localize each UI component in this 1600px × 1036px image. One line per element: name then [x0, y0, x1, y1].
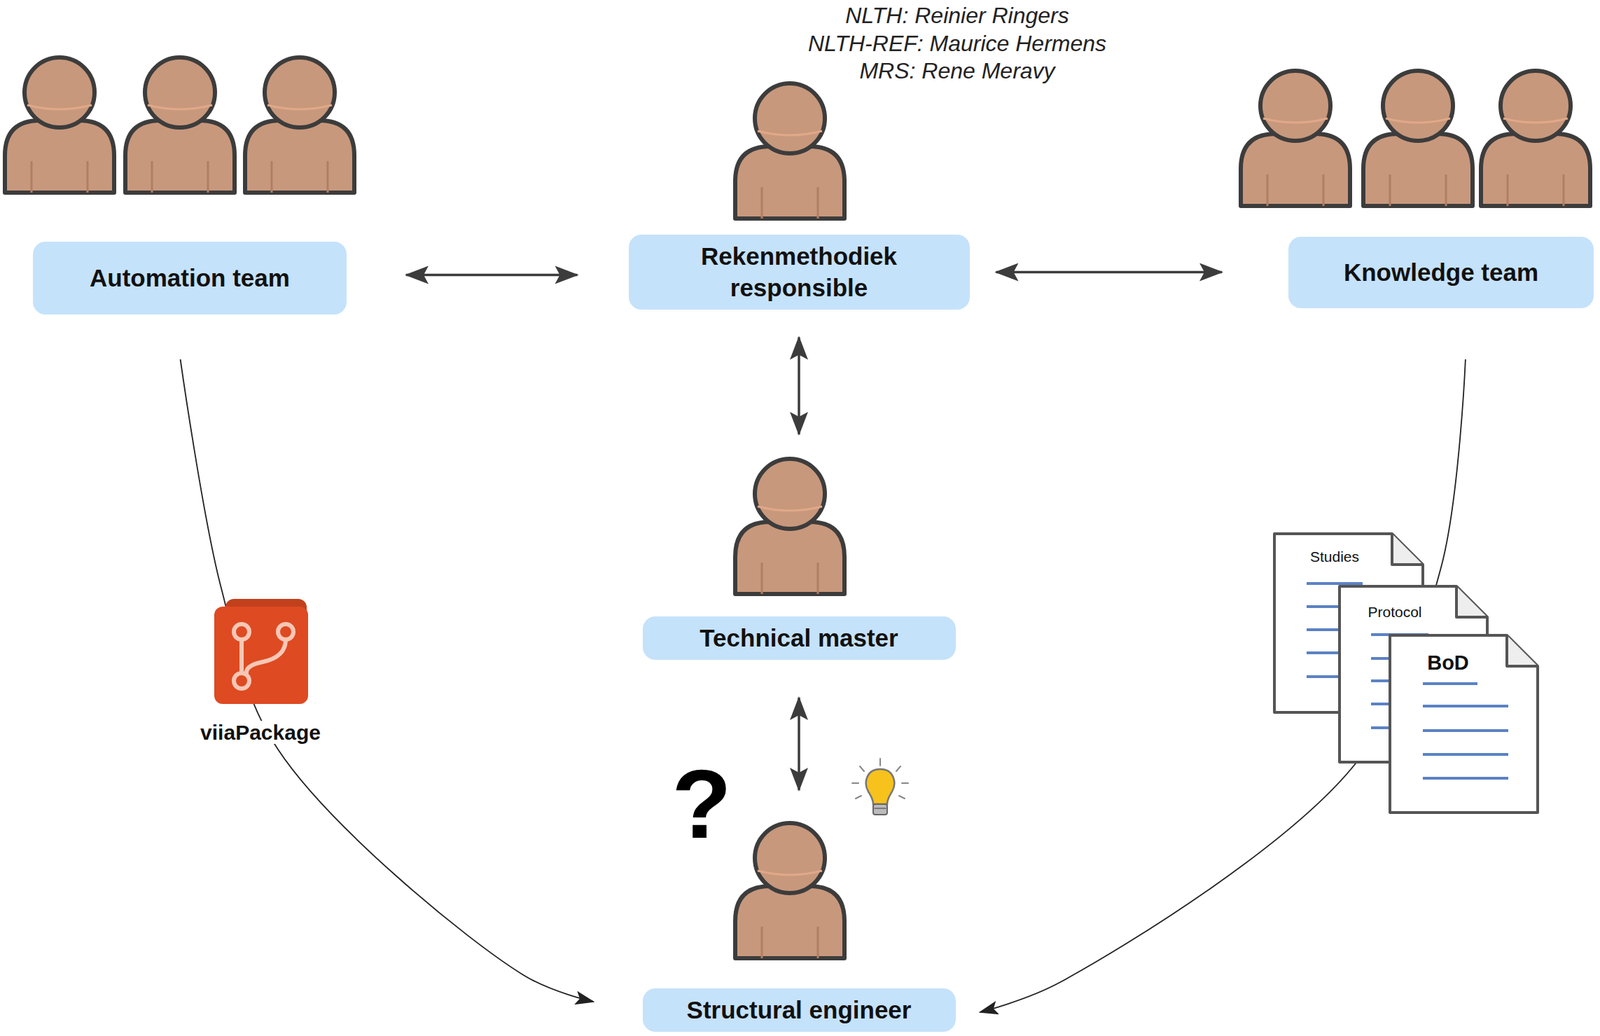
- connector-arrow: [797, 337, 801, 435]
- connector-arrow: [180, 359, 594, 1002]
- person-icon: [1363, 70, 1473, 206]
- person-icon: [735, 83, 845, 219]
- person-icon: [1480, 70, 1591, 206]
- documents: [1274, 533, 1538, 813]
- person-icon: [125, 57, 235, 193]
- role-name: Technical master: [699, 621, 898, 655]
- role-box: Knowledge team: [1288, 236, 1594, 309]
- package-label: viiaPackage: [198, 720, 323, 744]
- role-box: Rekenmethodiek responsible: [628, 234, 970, 310]
- role-name: Knowledge team: [1343, 256, 1539, 289]
- package-icon: [214, 598, 309, 704]
- person-icons: [4, 57, 1591, 958]
- role-box: Automation team: [32, 241, 347, 315]
- person-icon: [245, 57, 355, 193]
- person-name: NLTH-REF: Maurice Hermens: [805, 31, 1109, 57]
- document-title: Studies: [1308, 548, 1362, 565]
- role-box: Technical master: [642, 616, 956, 660]
- connector-arrow: [797, 697, 801, 790]
- person-icon: [735, 822, 845, 958]
- document-title: BoD: [1424, 651, 1472, 675]
- person-name: NLTH: Reinier Ringers: [843, 3, 1072, 29]
- role-name: Structural engineer: [686, 993, 912, 1026]
- role-box: Structural engineer: [642, 988, 956, 1032]
- connector-arrow: [996, 270, 1223, 274]
- role-name: Rekenmethodiek responsible: [656, 240, 942, 304]
- role-name: Automation team: [89, 261, 290, 295]
- lightbulb-icon: [852, 758, 909, 815]
- person-icon: [735, 458, 845, 594]
- document-title: Protocol: [1365, 603, 1424, 620]
- connector-arrow: [406, 273, 578, 277]
- person-icon: [1240, 70, 1351, 206]
- person-name: MRS: Rene Meravy: [857, 58, 1057, 84]
- person-icon: [4, 57, 115, 193]
- question-mark: ?: [669, 749, 734, 858]
